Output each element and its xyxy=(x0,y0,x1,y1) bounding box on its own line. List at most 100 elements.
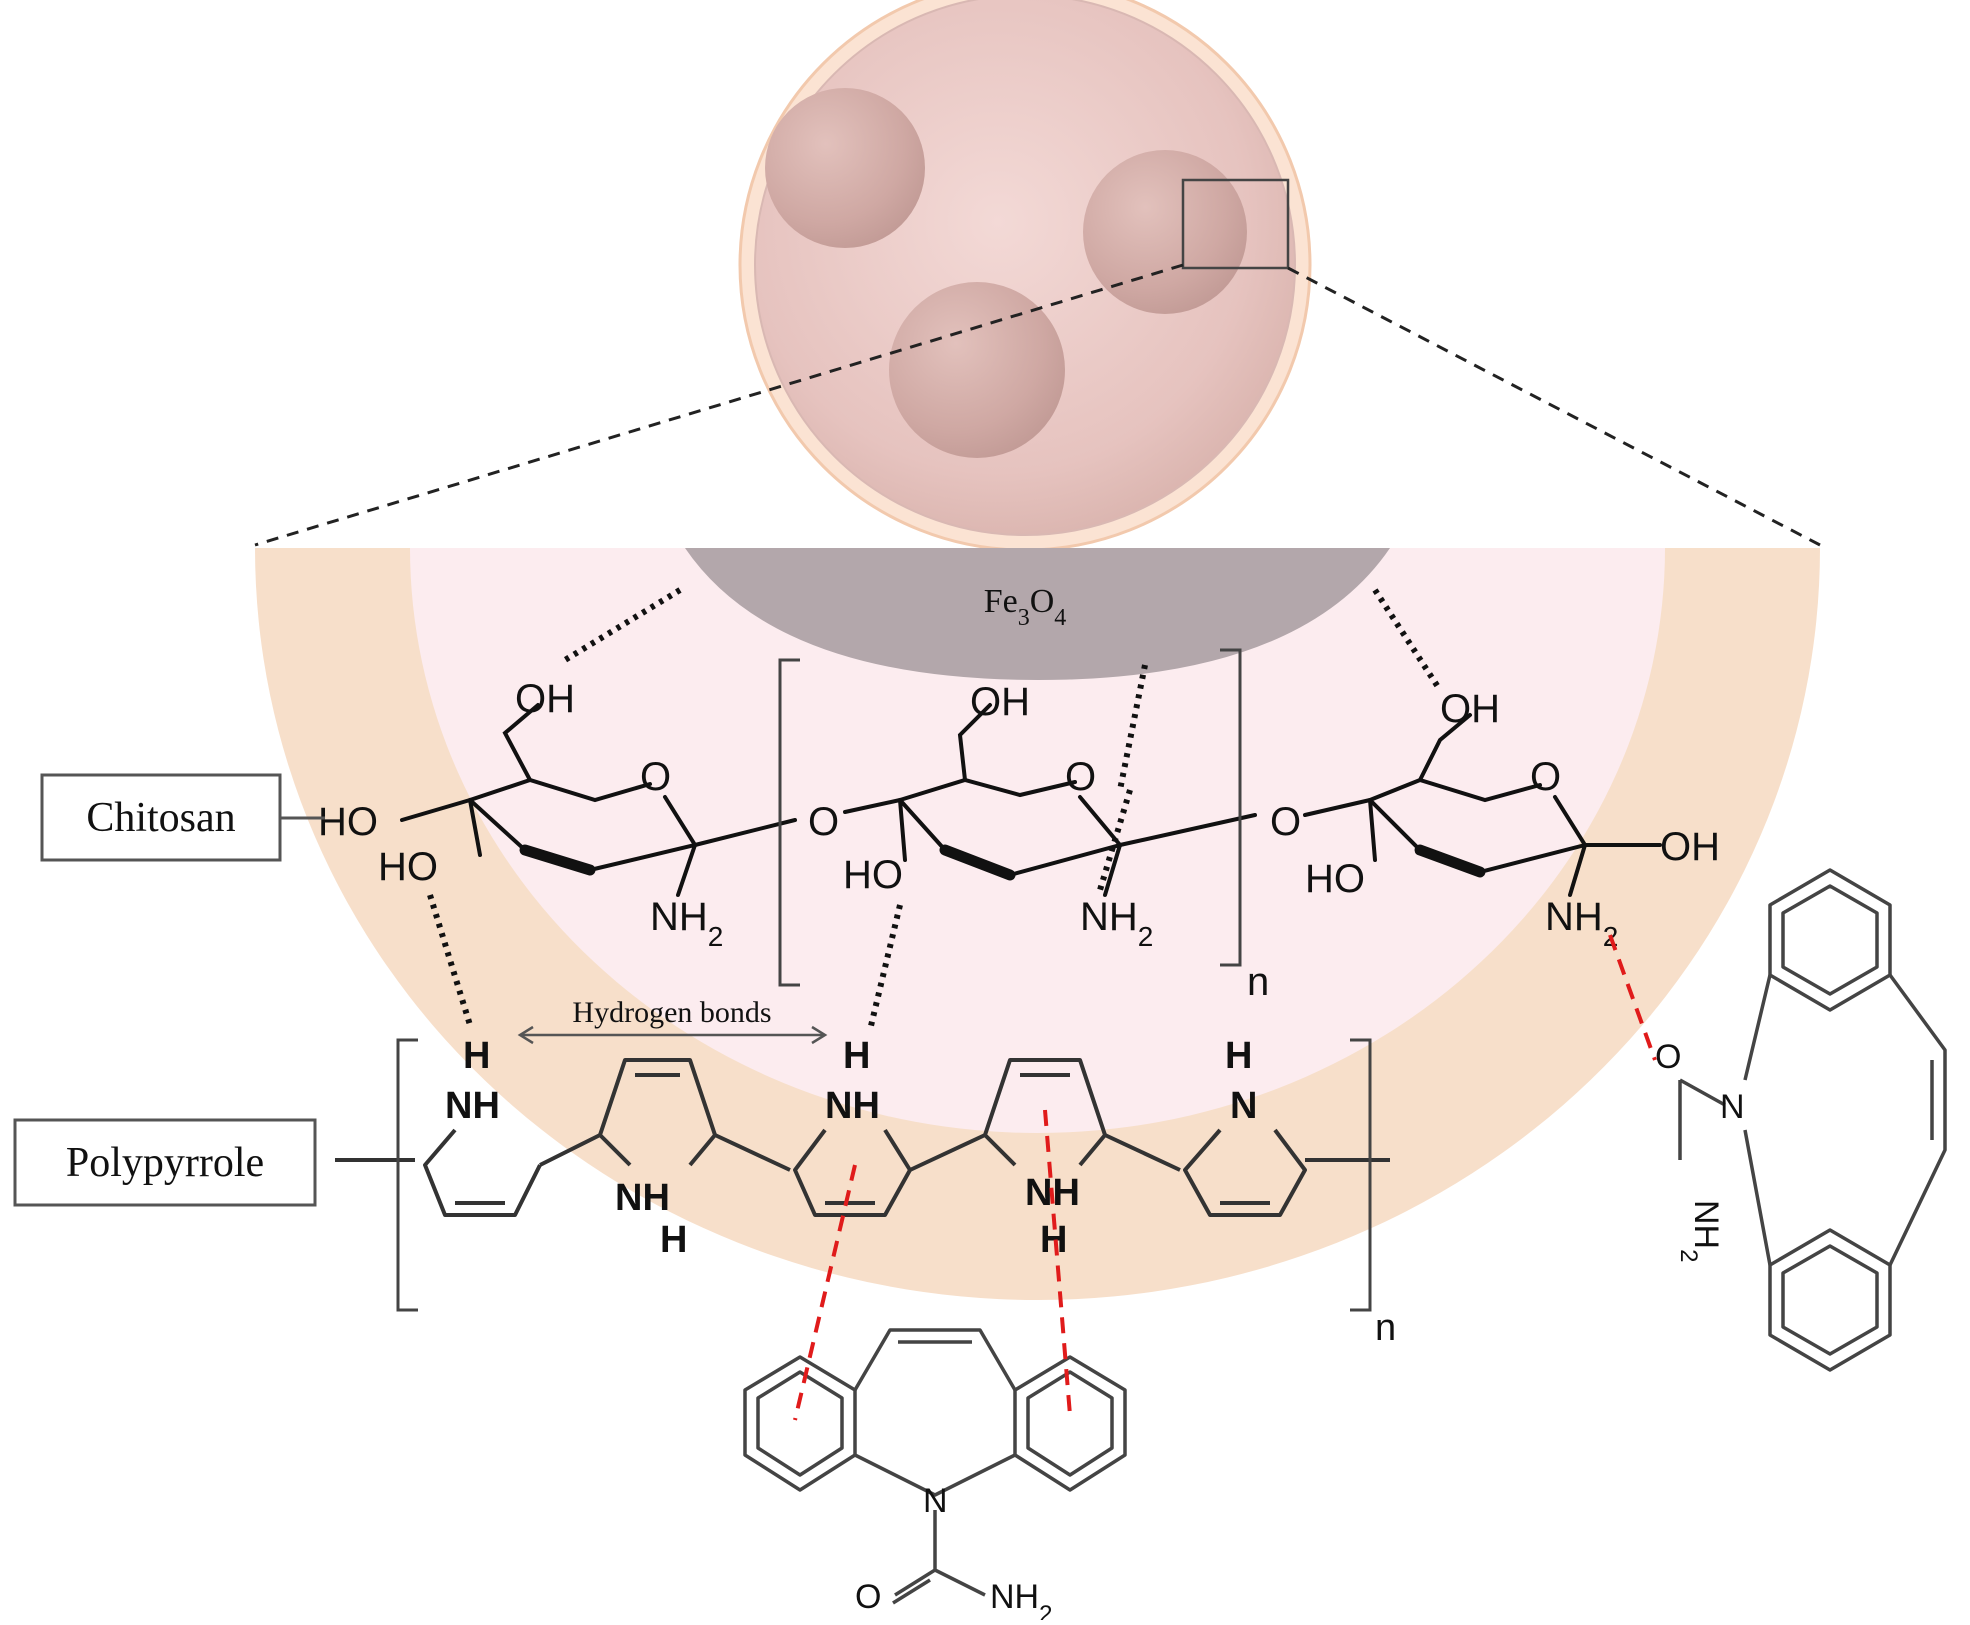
drug-bottom-atom-labels: N O NH2 xyxy=(855,1482,1052,1625)
chitosan-3-nh2-bond xyxy=(1568,843,1587,897)
drug-bottom-carboxamide xyxy=(894,1510,986,1597)
chitosan-ring-2-wedge xyxy=(939,844,1016,881)
chitosan-ring-1-wedge xyxy=(519,844,596,876)
ppy-3-nh-label: NH xyxy=(825,1085,880,1127)
chitosan-atom-labels: OH O HO HO NH2 O OH O HO NH2 O OH O HO O… xyxy=(318,677,1720,1004)
drug-bottom-nh2-label: NH2 xyxy=(990,1578,1052,1620)
chitosan-3-ho-label: HO xyxy=(1305,857,1365,901)
chitosan-repeat-brackets xyxy=(778,648,1242,987)
chitosan-1-glycosidic-bond xyxy=(693,818,797,847)
nanoparticle xyxy=(738,0,1312,552)
drug-right-atom-labels: N O NH2 xyxy=(1655,1038,1745,1262)
chitosan-1-oh-label: OH xyxy=(515,677,575,721)
drug-bottom-benzene-left-inner xyxy=(756,1370,844,1477)
chitosan-label: Chitosan xyxy=(86,795,235,841)
drug-bottom-benzene-right xyxy=(1013,1355,1127,1492)
ppy-5-h-label: H xyxy=(1225,1035,1252,1077)
pyrrole-ring-2 xyxy=(598,1058,717,1167)
chitosan-1-ho2-bond xyxy=(468,798,482,857)
chitosan-2-ring-o-label: O xyxy=(1065,755,1096,799)
pyrrole-ring-1 xyxy=(423,1128,542,1217)
chitosan-1-ho-bond xyxy=(400,798,472,822)
drug-right-carboxamide xyxy=(1678,1078,1726,1160)
drug-right-benzene-bottom-inner xyxy=(1781,1244,1879,1356)
hydrogen-bonds-label: Hydrogen bonds xyxy=(572,996,771,1029)
chitosan-ring-3-wedge xyxy=(1414,844,1486,878)
drug-right-n-label: N xyxy=(1720,1088,1745,1126)
hydrogen-bond-wedges xyxy=(427,587,1443,1031)
pyrrole-ring-5 xyxy=(1183,1128,1307,1217)
drug-right-benzene-top xyxy=(1768,868,1892,1012)
hbond-arrow-head-right xyxy=(811,1025,828,1045)
drug-bottom-azepine xyxy=(853,1328,1017,1497)
chitosan-2-nh2-label: NH2 xyxy=(1080,895,1153,952)
chitosan-2-o-bond xyxy=(843,798,902,814)
cross-section: Fe3O4 xyxy=(255,548,1820,1300)
fe3o4-core-particle-2 xyxy=(1083,150,1247,314)
fe3o4-core xyxy=(685,548,1390,680)
chitosan-1-nh2-bond xyxy=(676,843,697,897)
ppy-5-n-label: N xyxy=(1230,1085,1257,1127)
label-boxes: Chitosan Polypyrrole xyxy=(13,773,317,1207)
ppy-2-nh-label: NH xyxy=(615,1177,670,1219)
pyrrole-ring-3 xyxy=(793,1128,912,1217)
zoom-guide-lines xyxy=(254,263,1821,547)
chitosan-3-ring-o-label: O xyxy=(1530,755,1561,799)
chitosan-bracket-right xyxy=(1220,648,1242,967)
hydrogen-bonds-arrow xyxy=(517,1025,828,1045)
drug-molecule-right xyxy=(1678,868,1947,1372)
drug-interaction-lines xyxy=(793,934,1657,1421)
ppy-link-3 xyxy=(909,1133,986,1172)
polypyrrole-repeat-brackets xyxy=(396,1038,1372,1312)
hbond-arrow-head-left xyxy=(517,1025,534,1045)
chitosan-chain xyxy=(400,703,1662,897)
chitosan-1-ring-o-label: O xyxy=(640,755,671,799)
polypyrrole-label: Polypyrrole xyxy=(66,1140,264,1186)
ppy-3-h-label: H xyxy=(843,1035,870,1077)
pyrrole-ring-4 xyxy=(983,1058,1107,1167)
zoom-box xyxy=(1181,178,1290,270)
chitosan-3-oh-label: OH xyxy=(1440,687,1500,731)
polypyrrole-chain xyxy=(280,816,1390,1217)
zoom-guide-right xyxy=(1287,266,1821,547)
glycosidic-o-2-label: O xyxy=(1270,800,1301,844)
drug-molecule-bottom xyxy=(743,1328,1127,1605)
chitosan-2-glycosidic-bond xyxy=(1118,813,1257,847)
polypyrrole-atom-labels: H NH NH H H NH NH H H N n xyxy=(445,1035,1396,1349)
interaction-ppy-ring3-drug xyxy=(793,1164,857,1421)
ppy-bracket-right xyxy=(1350,1038,1372,1312)
chitosan-3-ho-bond xyxy=(1368,798,1377,862)
drug-right-nh2-label: NH2 xyxy=(1676,1200,1726,1262)
chitosan-2-nh2-bond xyxy=(1103,843,1122,897)
zoom-guide-left xyxy=(254,263,1184,547)
chitosan-3-ch2oh-bond xyxy=(1418,713,1472,782)
chitosan-repeat-n: n xyxy=(1247,960,1269,1004)
ppy-1-h-label: H xyxy=(463,1035,490,1077)
drug-bottom-n-label: N xyxy=(923,1482,948,1520)
chitosan-3-oh2-label: OH xyxy=(1660,825,1720,869)
ppy-link-4 xyxy=(1104,1133,1181,1172)
ppy-bracket-left xyxy=(396,1038,418,1312)
chitosan-1-nh2-label: NH2 xyxy=(650,895,723,952)
drug-right-benzene-top-inner xyxy=(1781,884,1879,996)
chitosan-label-box xyxy=(40,773,282,862)
drug-right-o-label: O xyxy=(1655,1038,1681,1076)
chitosan-1-ho-label: HO xyxy=(318,800,378,844)
ppy-2-h-label: H xyxy=(660,1219,687,1261)
interaction-chitosan-nh2-drug xyxy=(1608,934,1657,1061)
chitosan-3-nh2-label: NH2 xyxy=(1545,895,1618,952)
fe3o4-core-particle-3 xyxy=(889,282,1065,458)
hbond-core-left xyxy=(563,587,682,663)
inner-shell xyxy=(410,548,1665,1133)
hbond-chitosan-ppy-left xyxy=(427,894,473,1026)
drug-bottom-benzene-right-inner xyxy=(1026,1370,1114,1477)
drug-bottom-benzene-left xyxy=(743,1355,857,1492)
polypyrrole-label-box xyxy=(13,1118,317,1207)
fe3o4-label: Fe3O4 xyxy=(984,583,1067,631)
drug-right-benzene-bottom xyxy=(1768,1228,1892,1372)
chitosan-2-oh-label: OH xyxy=(970,680,1030,724)
chitosan-2-ch2oh-bond xyxy=(957,703,992,782)
chitosan-1-ch2oh-bond xyxy=(502,703,540,782)
